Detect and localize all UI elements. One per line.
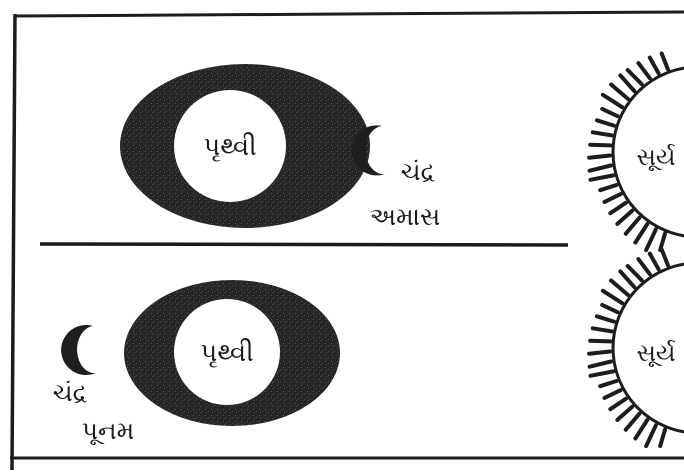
moon-crescent-bottom <box>61 325 96 375</box>
sun-ray <box>603 291 622 303</box>
sun-ray <box>605 194 621 202</box>
sun-ray <box>590 362 611 367</box>
sun-ray <box>650 58 659 74</box>
sun-ray <box>635 224 647 243</box>
sun-ray <box>610 203 626 214</box>
sun-ray <box>628 266 642 280</box>
sun-ray <box>617 407 632 420</box>
sun-ray <box>593 328 612 331</box>
panel-divider <box>40 244 568 245</box>
sun-ray <box>590 166 611 171</box>
sun-ray <box>638 259 650 274</box>
sun-ray <box>626 414 640 430</box>
sun-ray <box>605 390 621 398</box>
frame <box>10 12 684 470</box>
sun-ray <box>611 281 628 295</box>
sun-ray <box>600 381 616 386</box>
sun-ray <box>602 305 617 312</box>
sun-ray <box>590 341 610 342</box>
sun-ray <box>589 156 610 158</box>
sun-ray <box>646 425 656 446</box>
sun-ray <box>620 271 634 287</box>
sun-ray <box>628 70 642 84</box>
sun-ray <box>597 316 614 321</box>
sun-ray <box>611 85 628 99</box>
sun-ray <box>589 352 610 354</box>
sun-ray <box>591 371 614 375</box>
sun-ray <box>610 399 626 410</box>
moon-label-bottom: ચંદ્ર <box>53 378 88 407</box>
sun-ray <box>660 234 665 250</box>
sun-ray <box>638 63 650 78</box>
sun-top: સૂર્ય <box>589 54 684 251</box>
earth-label-top: પૃથ્વી <box>203 132 256 162</box>
sun-ray <box>593 132 612 135</box>
panel-top: પૃથ્વી ચંદ્ર અમાસ સૂર્ય <box>120 54 684 251</box>
sun-ray <box>635 420 647 439</box>
sun-label-bottom: સૂર્ય <box>636 339 675 367</box>
sun-ray <box>662 250 668 266</box>
moon-label-top: ચંદ્ર <box>401 157 436 186</box>
sun-ray <box>603 95 622 107</box>
sun-ray <box>626 218 640 234</box>
sun-ray <box>662 54 668 70</box>
sun-ray <box>597 120 614 125</box>
sun-ray <box>660 430 665 446</box>
sun-label-top: સૂર્ય <box>636 143 675 171</box>
earth-label-bottom: પૃથ્વી <box>200 338 253 368</box>
sun-ray <box>617 211 632 224</box>
sun-ray <box>602 109 617 116</box>
phase-label-amas: અમાસ <box>370 202 440 231</box>
sun-ray <box>590 145 610 146</box>
sun-ray <box>591 175 614 179</box>
sun-ray <box>646 229 656 250</box>
phase-label-poonam: પૂનમ <box>82 416 135 445</box>
sun-ray <box>650 254 659 270</box>
panel-bottom: ચંદ્ર પૂનમ પૃથ્વી સૂર્ય <box>53 250 684 447</box>
sun-ray <box>620 75 634 91</box>
sun-bottom: સૂર્ય <box>589 250 684 447</box>
sun-ray <box>600 185 616 190</box>
